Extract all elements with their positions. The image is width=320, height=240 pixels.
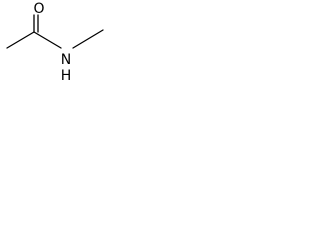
molecule-diagram: O N H (0, 0, 112, 88)
bond-methyl-carbonyl (6, 31, 35, 49)
bond-nitrogen-methyl (72, 29, 104, 49)
bond-carbonyl-nitrogen (33, 31, 62, 49)
hydrogen-label: H (61, 68, 72, 84)
structure-svg: O N H (6, 1, 104, 84)
oxygen-label: O (33, 1, 44, 17)
nitrogen-label: N (61, 52, 71, 68)
